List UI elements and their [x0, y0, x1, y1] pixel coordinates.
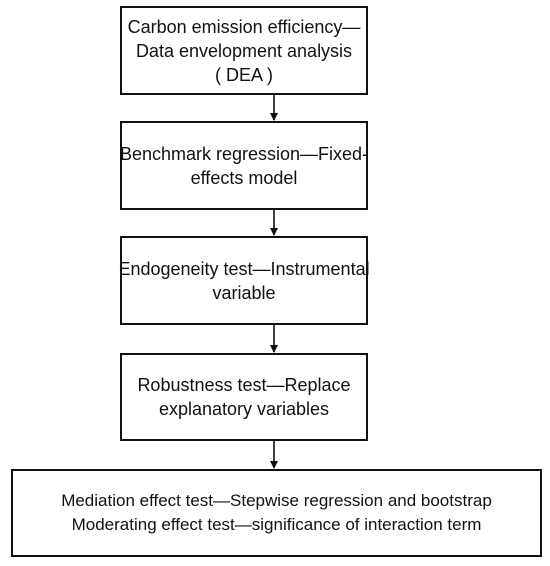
- step-dea-line-1: Carbon emission efficiency—: [127, 16, 361, 37]
- step-robustness-box: Robustness test—Replace explanatory vari…: [120, 353, 368, 441]
- step-benchmark-box: Benchmark regression—Fixed- effects mode…: [120, 121, 368, 210]
- step-mechanism-line-2: Moderating effect test—significance of i…: [71, 515, 482, 534]
- step-robustness-line-1: Robustness test—Replace: [137, 375, 351, 395]
- step-benchmark-line-2: effects model: [190, 167, 298, 188]
- step-benchmark-line-1: Benchmark regression—Fixed-: [119, 143, 369, 164]
- step-mechanism-line-1: Mediation effect test—Stepwise regressio…: [61, 491, 492, 510]
- step-endogeneity-line-2: variable: [212, 282, 276, 303]
- step-dea-line-3: ( DEA ): [214, 64, 273, 85]
- step-endogeneity-box: Endogeneity test—Instrumental variable: [118, 236, 370, 325]
- step-dea-box: Carbon emission efficiency— Data envelop…: [120, 6, 368, 95]
- step-endogeneity-line-1: Endogeneity test—Instrumental: [118, 258, 370, 279]
- step-mechanism-box: Mediation effect test—Stepwise regressio…: [11, 469, 542, 557]
- step-dea-line-2: Data envelopment analysis: [135, 40, 353, 61]
- step-robustness-line-2: explanatory variables: [158, 399, 330, 419]
